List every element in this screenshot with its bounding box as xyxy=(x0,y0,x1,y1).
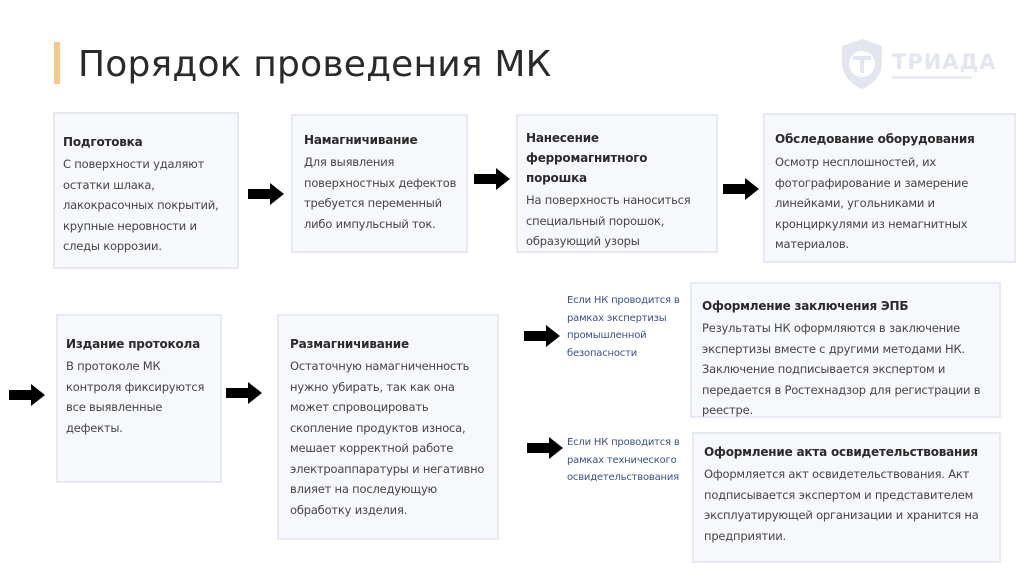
arrow-right-icon xyxy=(527,437,563,459)
logo-text: ТРИАДА xyxy=(892,50,997,74)
step-text: С поверхности удаляют остатки шлака, лак… xyxy=(63,157,219,253)
step-inspection-act: Оформление акта освидетельствования Офор… xyxy=(692,432,1001,563)
step-title: Подготовка xyxy=(63,135,143,149)
step-text: Оформляется акт освидетельствования. Акт… xyxy=(704,467,979,543)
condition-label-technical: Если НК проводится в рамках технического… xyxy=(567,437,680,483)
step-title: Нанесение ферромагнитного порошка xyxy=(526,131,648,185)
step-title: Намагничивание xyxy=(304,133,418,147)
step-title: Размагничивание xyxy=(290,337,409,351)
title-accent-bar xyxy=(54,42,60,84)
step-powder-application: Нанесение ферромагнитного порошка На пов… xyxy=(516,114,718,253)
condition-label-epb: Если НК проводится в рамках экспертизы п… xyxy=(567,295,680,359)
arrow-right-icon xyxy=(524,325,560,347)
arrow-right-icon xyxy=(474,168,510,190)
logo-subtitle-line xyxy=(892,76,972,79)
step-preparation: Подготовка С поверхности удаляют остатки… xyxy=(53,112,239,269)
step-text: Результаты НК оформляются в заключение э… xyxy=(702,321,981,417)
page-title: Порядок проведения МК xyxy=(78,44,552,85)
step-equipment-inspection: Обследование оборудования Осмотр несплош… xyxy=(763,113,1016,263)
step-text: Остаточную намагниченность нужно убирать… xyxy=(290,359,485,517)
step-epb-conclusion: Оформление заключения ЭПБ Результаты НК … xyxy=(690,282,1001,418)
step-magnetization: Намагничивание Для выявления поверхностн… xyxy=(291,114,468,253)
step-title: Обследование оборудования xyxy=(775,132,975,146)
arrow-right-icon xyxy=(248,183,284,205)
step-title: Издание протокола xyxy=(66,337,201,351)
company-logo: ТРИАДА xyxy=(840,38,996,90)
step-text: На поверхность наноситься специальный по… xyxy=(526,193,691,248)
step-title: Оформление акта освидетельствования xyxy=(704,445,978,459)
step-text: Осмотр несплошностей, их фотографировани… xyxy=(775,155,969,251)
shield-t-logo-icon xyxy=(840,38,884,90)
arrow-right-icon xyxy=(226,382,262,404)
step-text: В протоколе МК контроля фиксируются все … xyxy=(66,359,205,435)
arrow-right-icon xyxy=(723,178,759,200)
step-text: Для выявления поверхностных дефектов тре… xyxy=(304,155,457,231)
step-protocol-issuance: Издание протокола В протоколе МК контрол… xyxy=(56,314,222,483)
step-title: Оформление заключения ЭПБ xyxy=(702,299,909,313)
step-demagnetization: Размагничивание Остаточную намагниченнос… xyxy=(277,314,499,540)
arrow-right-icon xyxy=(9,384,45,406)
